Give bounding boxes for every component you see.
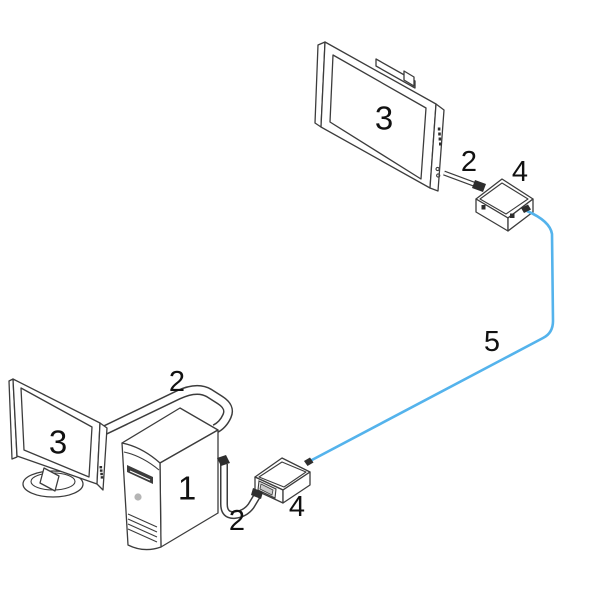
local-extender — [254, 457, 311, 504]
vga-port-inner — [259, 483, 274, 496]
pc-rear-plug — [217, 455, 230, 466]
label-remote-monitor-cable: 2 — [461, 146, 477, 178]
monitor-screen — [20, 387, 93, 478]
link-plug-remote — [521, 204, 531, 213]
remote-extender — [475, 178, 534, 232]
remote-extender-lid-seam — [479, 182, 529, 215]
vga-plug — [251, 488, 263, 499]
label-local-monitor: 3 — [49, 424, 67, 461]
local-extender-lid-seam — [258, 461, 307, 488]
link-cable — [309, 209, 555, 463]
local-monitor-cable — [98, 385, 234, 437]
remote-monitor-cable — [443, 170, 480, 189]
tower-vents — [127, 513, 158, 543]
monitor-connector-dot — [436, 173, 441, 178]
cd-drive-slot — [127, 465, 153, 484]
pc-tower-bezel-seam — [123, 451, 160, 471]
pc-to-extender-cable-core — [221, 464, 260, 518]
label-link-cable: 5 — [484, 326, 500, 358]
label-pc: 1 — [178, 470, 196, 507]
monitor-side-edge — [8, 378, 18, 460]
monitor-rail-tab — [403, 70, 415, 87]
monitor-cable-plug — [472, 180, 486, 192]
local-monitor — [8, 378, 108, 498]
link-plug-local — [304, 457, 314, 466]
label-remote-extender: 4 — [512, 156, 528, 188]
monitor-buttons — [437, 127, 442, 146]
remote-monitor — [314, 41, 445, 192]
monitor-buttons — [99, 466, 104, 479]
monitor-right-strip — [96, 422, 108, 491]
remote-monitor-cable-core — [443, 171, 480, 188]
monitor-screen — [329, 54, 427, 180]
pc-tower — [121, 407, 219, 551]
cd-drive-slot-line — [129, 470, 151, 481]
pc-to-extender-cable — [220, 464, 261, 520]
label-local-monitor-cable: 2 — [169, 366, 185, 398]
extender-port — [510, 213, 515, 218]
monitor-connector-dot — [435, 166, 440, 172]
local-extender-right-face — [282, 471, 311, 504]
local-monitor-cable-core — [99, 386, 232, 436]
label-remote-monitor: 3 — [375, 100, 393, 137]
power-button — [134, 493, 142, 501]
monitor-stand-neck — [39, 467, 60, 492]
monitor-right-strip — [429, 103, 445, 192]
cable-plugs — [217, 180, 531, 499]
label-pc-extender-cable: 2 — [229, 505, 245, 537]
diagram-labels: 1 3 3 2 2 2 4 4 5 — [49, 100, 528, 538]
extender-port — [481, 205, 486, 210]
label-local-extender: 4 — [289, 491, 305, 523]
